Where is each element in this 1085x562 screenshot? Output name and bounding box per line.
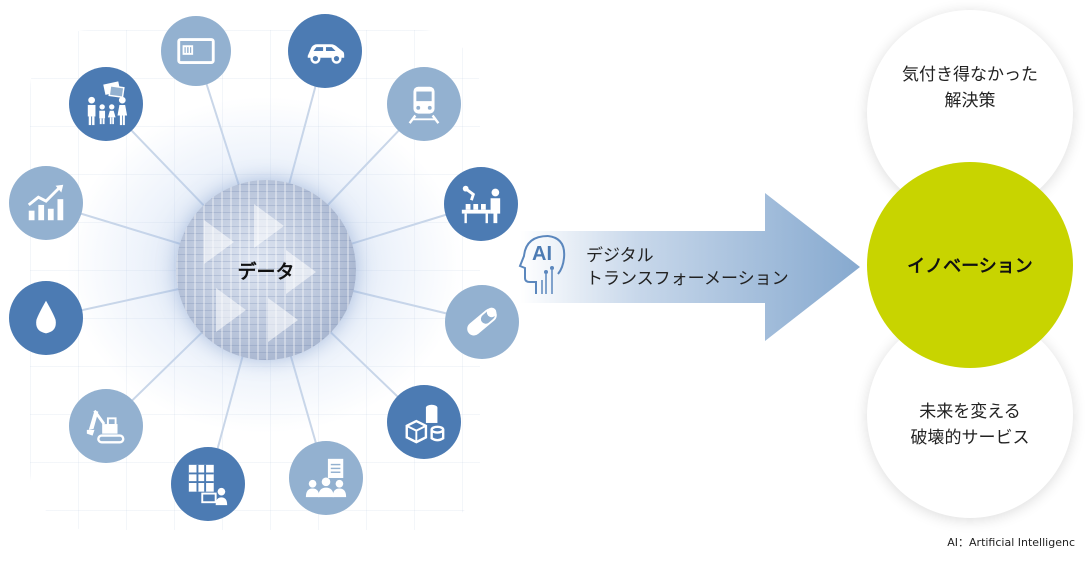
growth-chart-icon	[27, 184, 64, 221]
transformation-arrow	[520, 193, 860, 341]
car-node	[288, 14, 362, 88]
disruptive-line1: 未来を変える	[919, 402, 1021, 422]
ai-footnote: AI：Artificial Intelligenc	[947, 536, 1075, 549]
water-drop-icon	[36, 300, 56, 334]
solutions-circle: 気付き得なかった 解決策	[867, 10, 1073, 216]
excavator-icon	[86, 409, 125, 444]
medicine-node	[445, 285, 519, 359]
data-texture	[216, 288, 246, 332]
data-label: データ	[237, 260, 295, 283]
credit-card-icon	[177, 38, 215, 64]
data-texture	[204, 220, 234, 264]
data-hub: データ	[176, 180, 356, 360]
car-icon	[307, 44, 345, 64]
excavator-node	[69, 389, 143, 463]
growth-chart-node	[9, 166, 83, 240]
disruptive-service-circle: 未来を変える 破壊的サービス	[867, 312, 1073, 518]
train-icon	[408, 86, 440, 124]
dx-label-line1: デジタル	[586, 246, 654, 266]
disruptive-service-text: 未来を変える 破壊的サービス	[911, 399, 1030, 451]
factory-robot-icon	[461, 185, 501, 224]
digital-transformation-label: デジタル トランスフォーメーション	[586, 245, 789, 291]
logistics-boxes-icon	[405, 404, 445, 444]
solutions-line2: 解決策	[944, 91, 996, 111]
innovation-label: イノベーション	[907, 256, 1033, 277]
meeting-node	[289, 441, 363, 515]
logistics-node	[387, 385, 461, 459]
ai-badge: AI	[532, 243, 552, 265]
data-texture	[286, 250, 316, 294]
disruptive-line2: 破壊的サービス	[910, 428, 1030, 448]
data-texture	[268, 298, 298, 342]
server-operator-icon	[188, 464, 228, 506]
dx-label-line2: トランスフォーメーション	[586, 269, 789, 289]
credit-card-node	[161, 16, 231, 86]
family-icon	[87, 81, 128, 126]
innovation-circle: イノベーション	[867, 162, 1073, 368]
family-node	[69, 67, 143, 141]
solutions-text: 気付き得なかった 解決策	[902, 62, 1038, 114]
factory-robot-node	[444, 167, 518, 241]
water-node	[9, 281, 83, 355]
train-node	[387, 67, 461, 141]
solutions-line1: 気付き得なかった	[902, 65, 1038, 85]
data-texture	[254, 204, 284, 248]
server-operator-node	[171, 447, 245, 521]
medicine-capsule-icon	[467, 307, 497, 336]
ai-head-icon: AI	[518, 235, 566, 294]
meeting-document-icon	[305, 458, 347, 498]
